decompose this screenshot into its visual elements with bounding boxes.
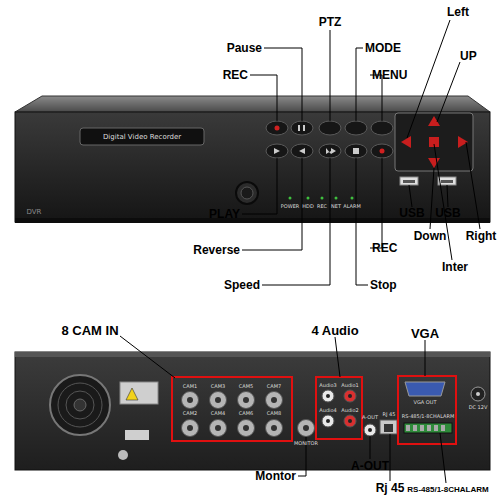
callout-label: UP [460,50,477,62]
callout-label: USB [435,207,460,219]
device-print: DC 12V [469,405,488,410]
device-print: CAM5 [239,384,253,389]
callout-label: 8 CAM IN [61,324,118,337]
device-print: CAM8 [267,411,281,416]
rear-panel [15,352,490,470]
callout-label: Reverse [193,244,240,256]
callout-label: 4 Audio [311,324,358,337]
callout-label: Pause [227,42,262,54]
callout-label: MODE [365,42,401,54]
device-print: CAM2 [183,411,197,416]
callout-label: REC [372,242,397,254]
device-print: CAM6 [239,411,253,416]
device-print: NET [331,204,341,209]
callout-label: A-OUT [351,460,389,472]
callout-label: PTZ [319,16,342,28]
callout-label: Inter [442,261,468,273]
callout-label: MENU [372,69,407,81]
device-print: CAM1 [183,384,197,389]
device-print: Audio4 [319,408,336,413]
device-print: CAM7 [267,384,281,389]
leader-lines [120,336,446,483]
device-print: Audio1 [341,383,358,388]
device-print: RS-485/1-8CHALARM [402,414,455,419]
callout-label: Rj 45 [376,482,405,494]
callout-label: PLAY [209,208,240,220]
device-print: VGA OUT [414,400,437,405]
callout-label: Montor [255,470,296,482]
callout-label: Down [414,230,447,242]
leader-lines [242,20,480,285]
callout-label: Stop [370,279,397,291]
device-print: A-OUT [362,415,378,420]
callout-label: REC [223,69,248,81]
device-print: DVR [27,209,42,216]
callout-label: RS-485/1-8CHALARM [407,486,488,494]
front-panel [15,96,490,223]
callout-label: Speed [224,279,260,291]
callout-label: Left [447,6,469,18]
device-print: RJ 45 [383,412,396,417]
callout-label: Right [466,230,497,242]
device-print: CAM4 [211,411,225,416]
device-print: REC [317,204,327,209]
device-print: CAM3 [211,384,225,389]
device-print: Digital Video Recorder [103,134,181,141]
callout-label: VGA [411,327,439,340]
device-print: MONITOR [294,441,318,446]
device-print: Audio2 [341,408,358,413]
device-print: ALARM [343,204,361,209]
device-print: Audio3 [319,383,336,388]
callout-label: USB [399,207,424,219]
device-print: POWER [281,204,300,209]
device-print: HDD [302,204,313,209]
